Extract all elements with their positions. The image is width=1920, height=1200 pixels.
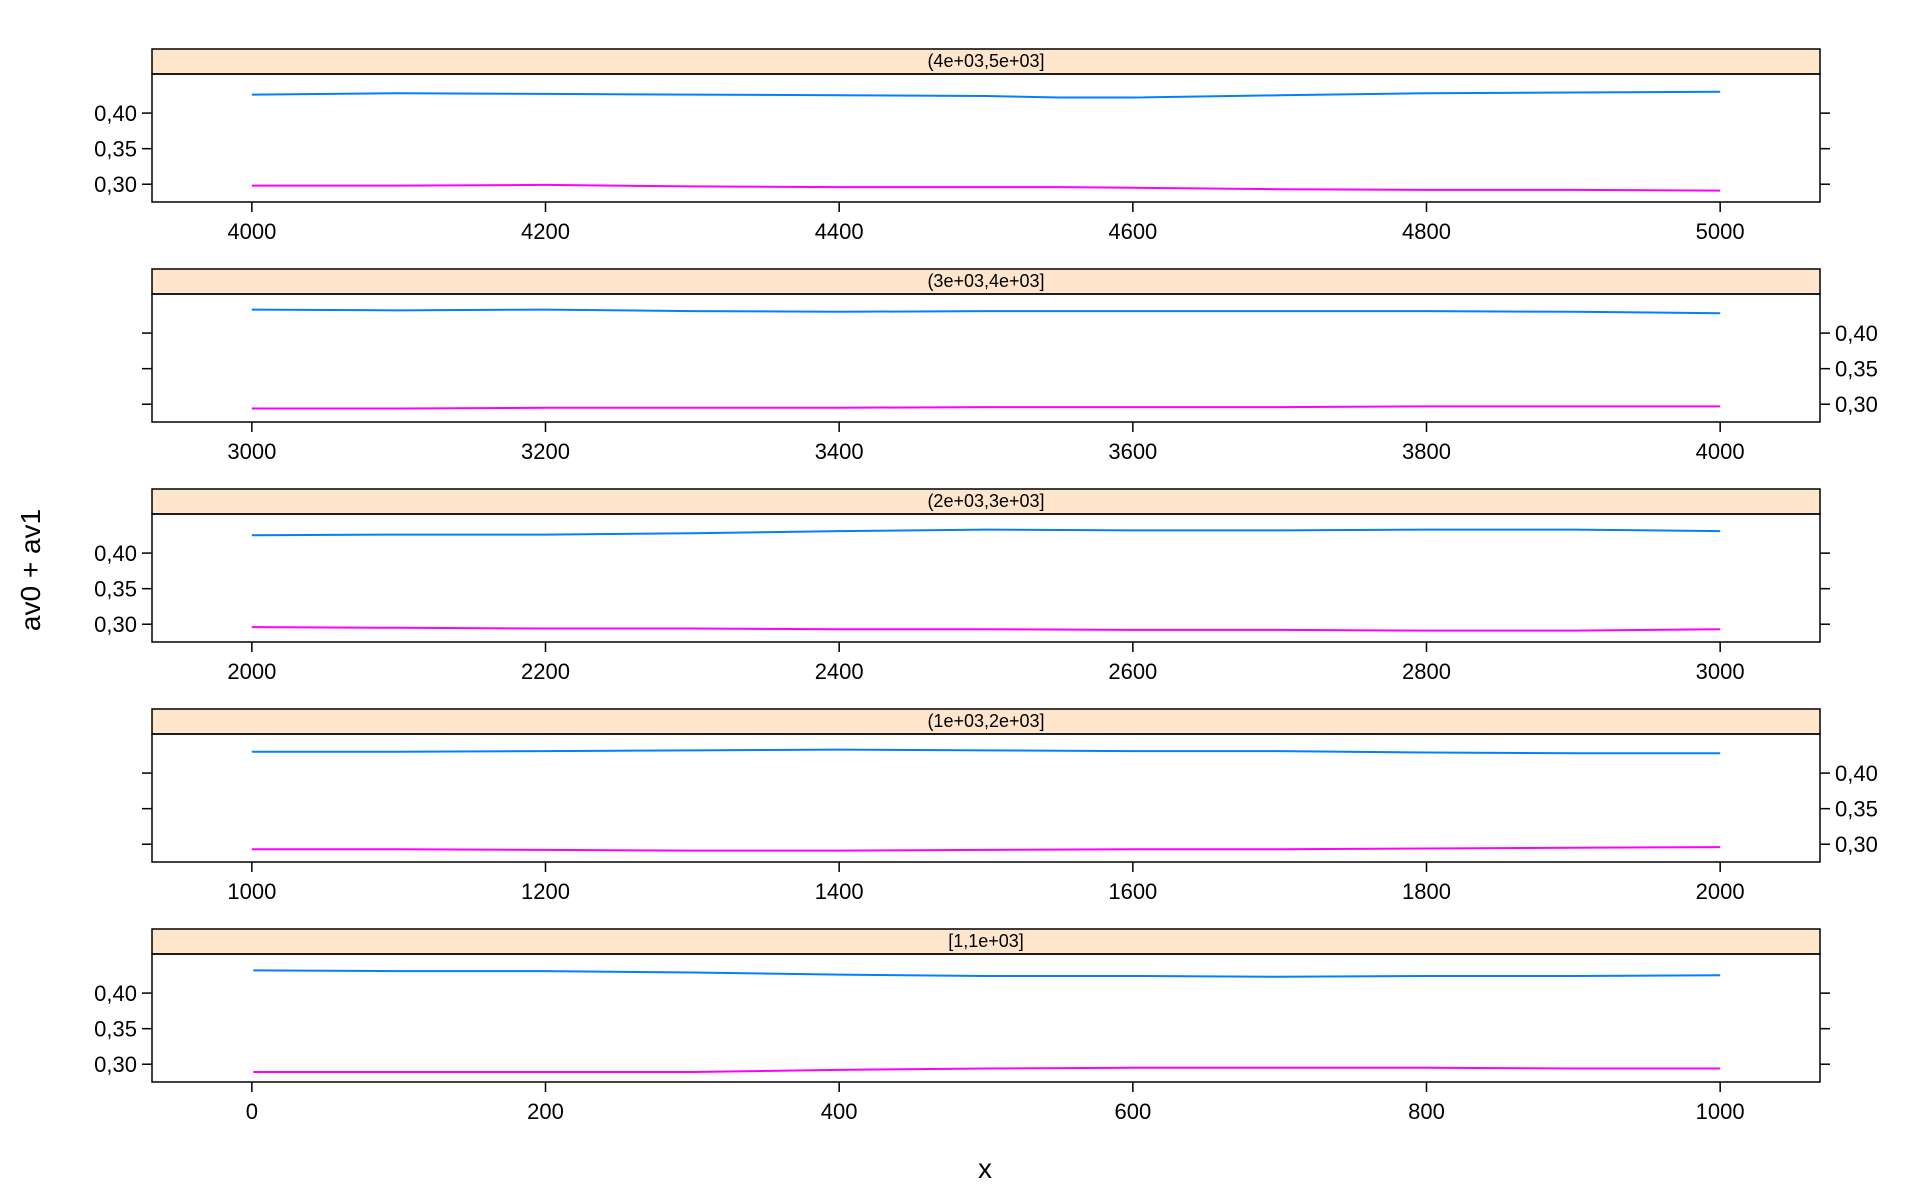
series-line-av0 xyxy=(251,308,1721,315)
x-tick-label: 3600 xyxy=(1108,439,1157,464)
series-line-av1 xyxy=(251,405,1721,410)
x-tick-label: 3200 xyxy=(521,439,570,464)
series-line-av1 xyxy=(251,846,1721,852)
series-line-av1 xyxy=(253,1066,1721,1073)
panel-strip xyxy=(151,708,1821,735)
y-tick-label: 0,30 xyxy=(1835,392,1878,417)
x-tick-label: 2200 xyxy=(521,659,570,684)
y-tick-label: 0,30 xyxy=(94,172,137,197)
panel-strip-label: (4e+03,5e+03] xyxy=(927,51,1044,71)
x-tick-label: 0 xyxy=(246,1099,258,1124)
series-line-av1 xyxy=(251,626,1721,632)
x-tick-label: 1400 xyxy=(815,879,864,904)
series-line-av0 xyxy=(251,748,1721,755)
panel-4: (1e+03,2e+03] 1000 1200 1400 1600 1800 2000 0,3… xyxy=(142,708,1878,904)
x-tick-label: 2400 xyxy=(815,659,864,684)
y-tick-label: 0,35 xyxy=(94,1017,137,1042)
panel-strip-label: (3e+03,4e+03] xyxy=(927,271,1044,291)
x-tick-label: 4000 xyxy=(1696,439,1745,464)
x-tick-label: 3800 xyxy=(1402,439,1451,464)
x-tick-label: 2800 xyxy=(1402,659,1451,684)
y-tick-label: 0,35 xyxy=(1835,797,1878,822)
panel-3: (2e+03,3e+03] 2000 2200 2400 2600 2800 3000 0,3… xyxy=(94,488,1830,684)
x-tick-label: 1600 xyxy=(1108,879,1157,904)
y-tick-label: 0,40 xyxy=(1835,761,1878,786)
series-line-av0 xyxy=(253,969,1721,978)
panel-frame xyxy=(151,953,1821,1083)
y-tick-label: 0,35 xyxy=(94,137,137,162)
x-tick-label: 1200 xyxy=(521,879,570,904)
panel-strip xyxy=(151,488,1821,515)
x-axis-label: x xyxy=(978,1153,992,1184)
x-tick-label: 1800 xyxy=(1402,879,1451,904)
y-tick-label: 0,35 xyxy=(1835,357,1878,382)
x-tick-label: 4600 xyxy=(1108,219,1157,244)
x-tick-label: 2000 xyxy=(227,659,276,684)
panel-frame xyxy=(151,73,1821,203)
y-tick-label: 0,40 xyxy=(94,101,137,126)
x-tick-label: 200 xyxy=(527,1099,564,1124)
x-tick-label: 2000 xyxy=(1696,879,1745,904)
y-tick-label: 0,40 xyxy=(94,541,137,566)
x-tick-label: 4800 xyxy=(1402,219,1451,244)
panel-1: (4e+03,5e+03] 4000 4200 4400 4600 4800 5000 0,3… xyxy=(94,48,1830,244)
y-tick-label: 0,40 xyxy=(1835,321,1878,346)
x-tick-label: 400 xyxy=(821,1099,858,1124)
x-tick-label: 2600 xyxy=(1108,659,1157,684)
x-tick-label: 1000 xyxy=(227,879,276,904)
panel-strip-label: (2e+03,3e+03] xyxy=(927,491,1044,511)
y-tick-label: 0,30 xyxy=(1835,832,1878,857)
panel-2: (3e+03,4e+03] 3000 3200 3400 3600 3800 4000 0,3… xyxy=(142,268,1878,464)
y-tick-label: 0,30 xyxy=(94,612,137,637)
series-line-av0 xyxy=(251,90,1721,99)
panel-strip-label: (1e+03,2e+03] xyxy=(927,711,1044,731)
x-tick-label: 4000 xyxy=(227,219,276,244)
x-tick-label: 1000 xyxy=(1696,1099,1745,1124)
panel-strip xyxy=(151,928,1821,955)
x-tick-label: 600 xyxy=(1114,1099,1151,1124)
x-tick-label: 3000 xyxy=(1696,659,1745,684)
panel-frame xyxy=(151,293,1821,423)
panel-strip xyxy=(151,48,1821,75)
x-tick-label: 4200 xyxy=(521,219,570,244)
x-tick-label: 4400 xyxy=(815,219,864,244)
x-tick-label: 800 xyxy=(1408,1099,1445,1124)
series-line-av0 xyxy=(251,528,1721,537)
panel-5: [1,1e+03] 0 200 400 600 800 1000 0,30 0,35 0,40 xyxy=(94,928,1830,1124)
series-line-av1 xyxy=(251,183,1721,192)
y-tick-label: 0,35 xyxy=(94,577,137,602)
panel-frame xyxy=(151,513,1821,643)
y-tick-label: 0,40 xyxy=(94,981,137,1006)
x-tick-label: 3400 xyxy=(815,439,864,464)
y-axis-label: av0 + av1 xyxy=(15,509,46,631)
x-tick-label: 3000 xyxy=(227,439,276,464)
panel-strip-label: [1,1e+03] xyxy=(948,931,1024,951)
panel-frame xyxy=(151,733,1821,863)
x-tick-label: 5000 xyxy=(1696,219,1745,244)
y-tick-label: 0,30 xyxy=(94,1052,137,1077)
